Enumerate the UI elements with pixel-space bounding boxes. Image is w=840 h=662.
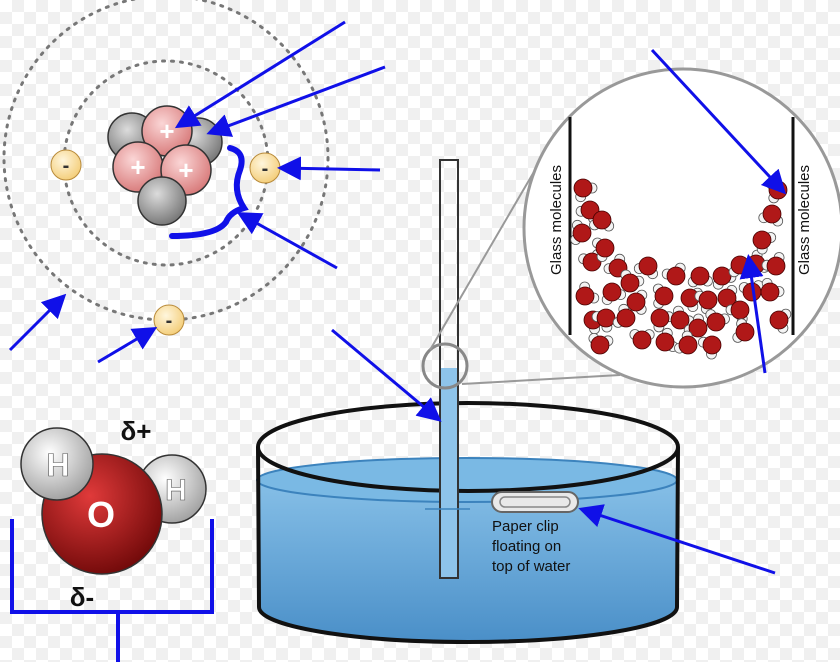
neutron bbox=[137, 176, 187, 226]
magnifier-connector-bottom bbox=[461, 374, 621, 385]
arrow-to-neutron bbox=[206, 65, 386, 137]
inset-water-molecule bbox=[752, 230, 777, 255]
nucleus: + + + bbox=[107, 105, 223, 226]
water-molecule: H H O δ+ δ- bbox=[10, 416, 214, 662]
inset-water-molecule bbox=[588, 332, 614, 355]
inset-water-molecule bbox=[760, 277, 785, 302]
arrow-to-paper-clip bbox=[578, 504, 776, 575]
hydrogen-atom-left bbox=[20, 427, 94, 501]
inset-circle bbox=[522, 67, 840, 389]
inset-water-molecule bbox=[591, 308, 616, 333]
dish-wall bbox=[256, 446, 680, 644]
pointer-arrows bbox=[8, 20, 787, 575]
inset-water-molecule bbox=[769, 308, 792, 334]
arrow-to-lower-electron bbox=[97, 326, 158, 364]
inset-water-molecule bbox=[601, 282, 626, 306]
arrow-to-capillary-tube bbox=[331, 328, 442, 422]
hydrogen-label-left: H bbox=[46, 447, 69, 483]
hydrogen-label-right: H bbox=[165, 474, 187, 507]
inset-water-molecule bbox=[633, 256, 658, 280]
inset-water-molecule bbox=[758, 204, 784, 227]
paper-clip-caption-line3: top of water bbox=[492, 558, 570, 575]
proton-charge-sign: + bbox=[178, 155, 193, 185]
electron: - bbox=[153, 304, 185, 336]
inset-water-molecule bbox=[705, 309, 730, 332]
inset-water-molecule bbox=[655, 327, 679, 352]
glass-molecules-label-left: Glass molecules bbox=[548, 165, 565, 275]
capillary-tube bbox=[421, 159, 621, 579]
electron-charge-sign: - bbox=[262, 158, 269, 180]
delta-plus-label: δ+ bbox=[121, 416, 152, 446]
inset-water-molecule bbox=[570, 219, 592, 245]
inset-water-molecule bbox=[661, 262, 686, 286]
tube-water-column bbox=[441, 368, 457, 578]
magnifier-connector-top bbox=[429, 169, 536, 351]
magnifier-spot bbox=[421, 342, 469, 390]
magnified-inset: Glass molecules Glass molecules bbox=[522, 67, 840, 389]
atom-model: + + + - - - bbox=[2, 0, 330, 336]
inset-water-molecule bbox=[626, 289, 648, 315]
nucleus-brace bbox=[169, 145, 249, 239]
electron: - bbox=[249, 152, 281, 184]
inset-water-molecule bbox=[732, 318, 755, 343]
arrow-to-proton bbox=[174, 20, 346, 129]
dish-rim bbox=[256, 401, 680, 493]
inset-water-molecule bbox=[612, 303, 636, 328]
petri-dish: Paper clip floating on top of water bbox=[256, 401, 680, 644]
molecule-bracket bbox=[10, 519, 214, 662]
inset-water-molecule bbox=[687, 266, 713, 288]
arrow-to-cohesion bbox=[739, 254, 767, 374]
inset-water-molecule bbox=[629, 329, 655, 350]
paper-clip bbox=[491, 491, 579, 513]
inset-water-molecule bbox=[589, 210, 615, 232]
oxygen-label: O bbox=[87, 494, 115, 535]
inset-water-molecule bbox=[575, 281, 600, 306]
inset-water-molecule bbox=[573, 178, 598, 203]
arrow-to-outer-shell bbox=[8, 293, 67, 352]
arrow-to-electron bbox=[277, 156, 381, 181]
inset-water-molecule bbox=[698, 335, 722, 360]
arrow-to-nucleus bbox=[236, 212, 338, 270]
proton-charge-sign: + bbox=[159, 116, 174, 146]
electron-charge-sign: - bbox=[166, 310, 173, 332]
electron-charge-sign: - bbox=[63, 155, 70, 177]
inset-water-molecule bbox=[652, 283, 674, 309]
paper-clip-caption-line2: floating on bbox=[492, 538, 561, 555]
arrow-to-glass-adhesion bbox=[650, 48, 787, 195]
water-molecule-cluster bbox=[570, 178, 792, 360]
glass-molecules-label-right: Glass molecules bbox=[796, 165, 813, 275]
tube-glass bbox=[439, 159, 459, 579]
inset-water-molecule bbox=[674, 330, 698, 355]
electron: - bbox=[50, 149, 82, 181]
inset-water-molecule bbox=[761, 252, 786, 276]
inset-water-molecule bbox=[620, 269, 645, 293]
inset-water-molecule bbox=[592, 237, 615, 262]
proton-charge-sign: + bbox=[130, 152, 145, 182]
delta-minus-label: δ- bbox=[70, 582, 94, 612]
inset-water-molecule bbox=[683, 313, 708, 338]
paper-clip-caption-line1: Paper clip bbox=[492, 518, 559, 535]
